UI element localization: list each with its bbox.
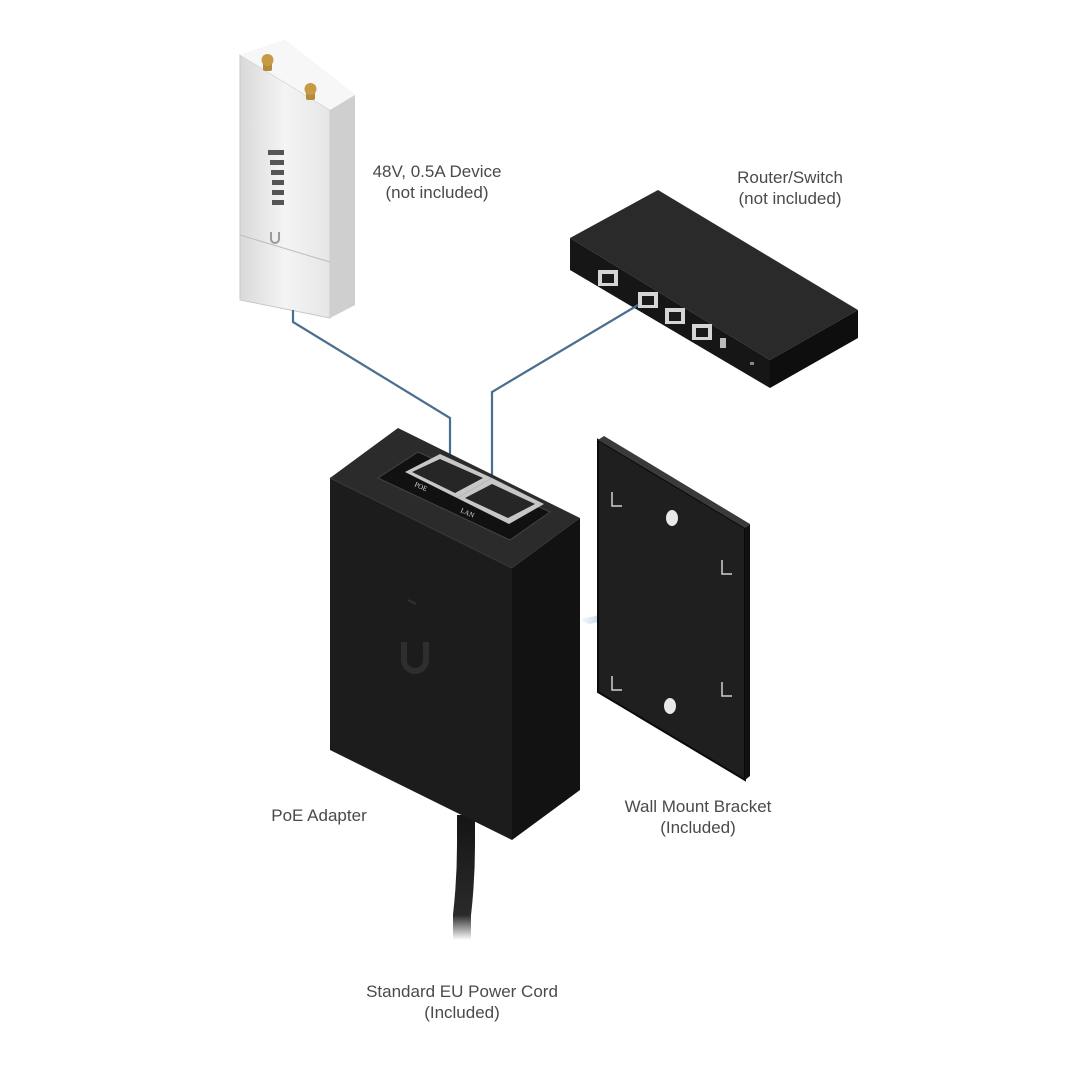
- power-cord-label: Standard EU Power Cord (Included): [366, 981, 558, 1023]
- wall-mount-bracket: [597, 436, 750, 782]
- device-label: 48V, 0.5A Device (not included): [373, 161, 502, 203]
- router-label-line2: (not included): [738, 189, 842, 208]
- device-label-line1: 48V, 0.5A Device: [372, 162, 502, 181]
- router-label: Router/Switch (not included): [737, 167, 843, 209]
- bracket-label: Wall Mount Bracket (Included): [625, 796, 772, 838]
- router-label-line1: Router/Switch: [737, 168, 843, 187]
- ethernet-cables: [291, 304, 639, 505]
- power-cord: [453, 815, 475, 940]
- router-switch: [570, 190, 858, 388]
- poe-adapter: POE LAN: [329, 428, 580, 840]
- antenna-connector-icon: [261, 54, 317, 100]
- poe-adapter-label-text: PoE Adapter: [271, 806, 367, 825]
- bracket-label-line2: (Included): [660, 818, 736, 837]
- outdoor-device: [239, 40, 355, 319]
- signal-leds: [268, 150, 284, 205]
- power-cord-label-line2: (Included): [424, 1003, 500, 1022]
- ubiquiti-logo-icon: [270, 232, 280, 244]
- cable-router-to-lan: [490, 304, 639, 505]
- cable-device-to-poe: [291, 310, 452, 472]
- bracket-label-line1: Wall Mount Bracket: [624, 797, 772, 816]
- device-label-line2: (not included): [385, 183, 489, 202]
- power-cord-label-line1: Standard EU Power Cord: [366, 982, 558, 1001]
- poe-adapter-label: PoE Adapter: [271, 805, 366, 826]
- ubiquiti-logo-icon: [401, 642, 429, 674]
